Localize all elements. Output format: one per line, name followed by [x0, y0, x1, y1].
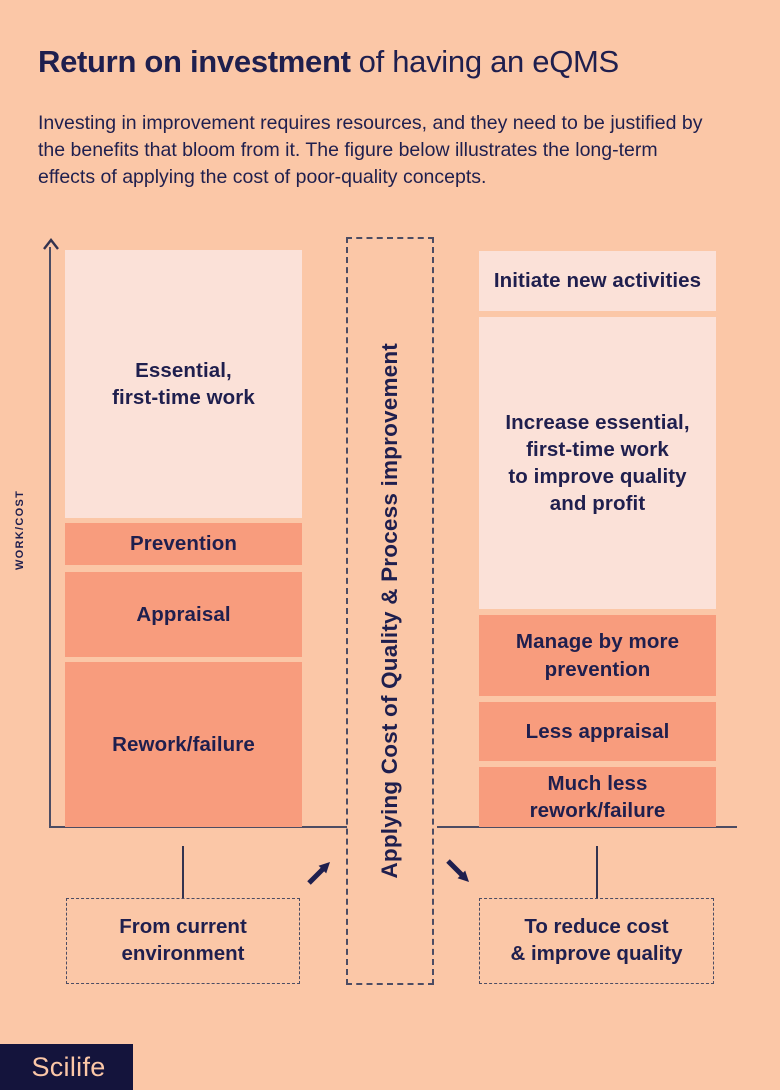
- arrow-down-right-icon: [446, 859, 469, 882]
- bar-appraisal: Appraisal: [65, 572, 302, 657]
- bar-label: Less appraisal: [525, 719, 670, 743]
- bar-much-less-rework-failure: Much less rework/failure: [479, 767, 716, 827]
- right-callout-connector: [596, 846, 598, 898]
- bar-essential-first-time-work: Essential, first-time work: [65, 250, 302, 518]
- y-axis-line: [49, 247, 51, 827]
- callout-to-reduce-cost: To reduce cost & improve quality: [479, 898, 714, 984]
- bar-prevention: Prevention: [65, 523, 302, 565]
- bar-less-appraisal: Less appraisal: [479, 702, 716, 761]
- page-title-bold: Return on investment: [38, 44, 351, 79]
- y-axis-label: WORK/COST: [14, 489, 26, 571]
- bar-label: Essential, first-time work: [112, 358, 255, 409]
- arrow-up-right-icon: [307, 862, 330, 885]
- page-title-regular: of having an eQMS: [358, 44, 620, 79]
- scilife-logo: Scilife: [0, 1044, 133, 1090]
- bar-label: Manage by more prevention: [515, 630, 680, 681]
- bar-rework-failure: Rework/failure: [65, 662, 302, 827]
- callout-label: To reduce cost & improve quality: [510, 915, 683, 965]
- bar-label: Appraisal: [136, 602, 231, 626]
- bar-label: Prevention: [130, 532, 237, 556]
- callout-from-current-environment: From current environment: [66, 898, 300, 984]
- bar-label: Initiate new activities: [493, 269, 702, 293]
- x-axis-right: [437, 826, 737, 828]
- intro-paragraph: Investing in improvement requires resour…: [38, 112, 703, 188]
- y-axis-arrow-icon: [43, 238, 59, 250]
- bar-label: Much less rework/failure: [529, 771, 666, 822]
- left-callout-connector: [182, 846, 184, 898]
- center-process-label: Applying Cost of Quality & Process impro…: [377, 343, 402, 879]
- bar-label: Increase essential, first-time work to i…: [505, 410, 690, 516]
- bar-increase-essential-work: Increase essential, first-time work to i…: [479, 317, 716, 609]
- callout-label: From current environment: [119, 915, 247, 965]
- bar-initiate-new-activities: Initiate new activities: [479, 251, 716, 311]
- scilife-logo-text: Scilife: [31, 1051, 106, 1082]
- x-axis-left: [49, 826, 347, 828]
- bar-manage-by-more-prevention: Manage by more prevention: [479, 615, 716, 696]
- center-process-column: Applying Cost of Quality & Process impro…: [346, 237, 434, 985]
- bar-label: Rework/failure: [112, 732, 255, 756]
